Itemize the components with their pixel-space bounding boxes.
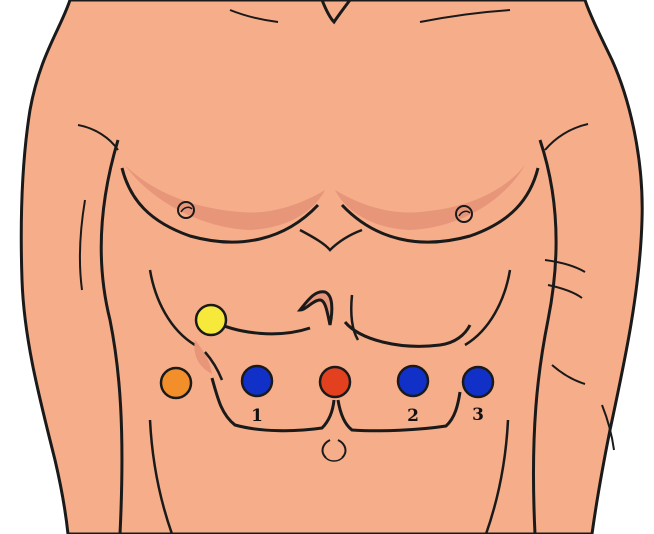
blue-port-2-label: 2 (407, 406, 419, 426)
blue-port-1-label: 1 (251, 406, 263, 426)
blue-port-3-label: 3 (472, 405, 484, 425)
yellow-port (196, 305, 226, 335)
torso-skin (21, 0, 642, 534)
red-port (320, 367, 350, 397)
orange-port (161, 368, 191, 398)
